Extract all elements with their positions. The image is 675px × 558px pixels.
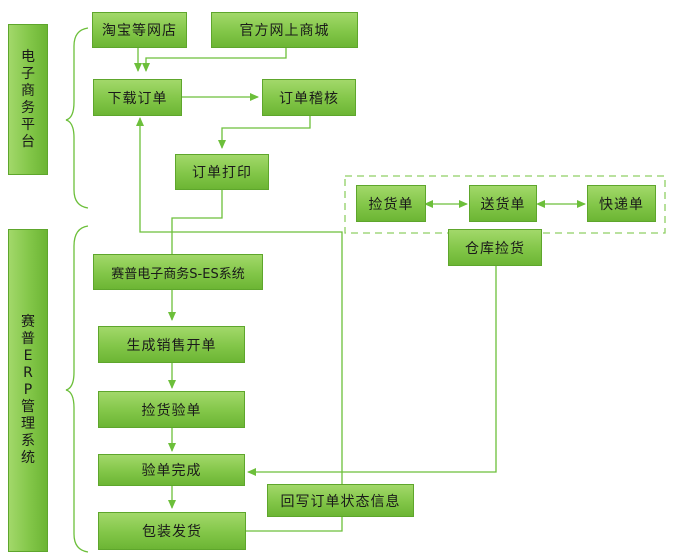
ecommerce-brace [65, 27, 89, 209]
delivery-list-box: 送货单 [469, 185, 537, 222]
warehouse-docs-group [344, 175, 666, 234]
pack-ship-box: 包装发货 [98, 512, 246, 550]
arrow-mall-to-download [142, 48, 287, 72]
erp-brace [65, 225, 89, 553]
express-list-box: 快递单 [587, 185, 656, 222]
ecommerce-platform-label: 电子商务平台 [8, 24, 48, 175]
ecommerce-platform-text: 电子商务平台 [21, 48, 35, 150]
generate-sales-order-box: 生成销售开单 [98, 326, 245, 363]
download-order-box: 下载订单 [93, 79, 182, 116]
arrow-warehouse-to-done [247, 266, 497, 476]
erp-system-label: 赛普ERP管理系统 [8, 229, 48, 552]
line-print-to-system [171, 190, 223, 254]
arrow-feedback-to-download [136, 117, 343, 532]
saip-es-system-box: 赛普电子商务S-ES系统 [93, 254, 263, 290]
arrow-review-to-print [218, 116, 311, 149]
order-print-box: 订单打印 [175, 154, 269, 190]
writeback-status-box: 回写订单状态信息 [267, 484, 414, 517]
pick-check-box: 捡货验单 [98, 391, 245, 428]
taobao-stores-box: 淘宝等网店 [92, 12, 187, 48]
warehouse-pick-box: 仓库捡货 [448, 229, 542, 266]
official-mall-box: 官方网上商城 [211, 12, 358, 48]
pick-list-box: 捡货单 [356, 185, 426, 222]
erp-system-text: 赛普ERP管理系统 [21, 314, 35, 466]
check-complete-box: 验单完成 [98, 454, 245, 486]
order-review-box: 订单稽核 [262, 79, 356, 116]
